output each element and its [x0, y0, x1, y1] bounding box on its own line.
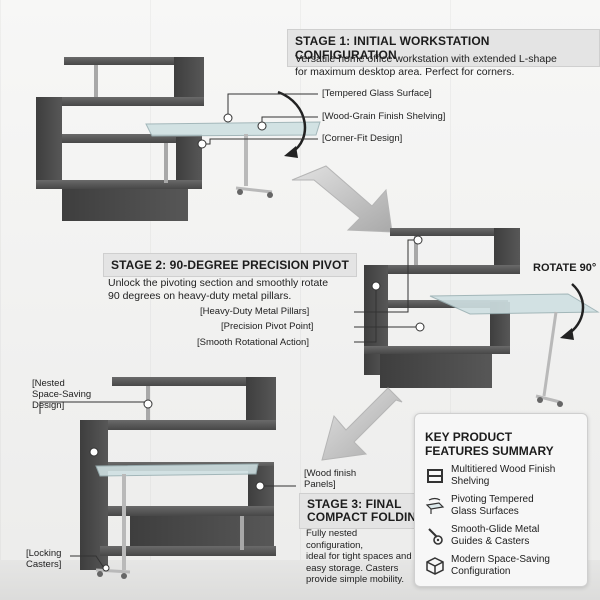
- feature-item-configuration: Modern Space-Saving Configuration: [425, 554, 581, 577]
- callout-tempered-glass: [Tempered Glass Surface]: [322, 88, 432, 99]
- stage3-description: Fully nested configuration, ideal for ti…: [306, 528, 412, 585]
- transition-arrow-1: [291, 165, 393, 233]
- feature-text: Multitiered Wood Finish Shelving: [451, 464, 556, 487]
- stage2-title: STAGE 2: 90-DEGREE PRECISION PIVOT: [103, 253, 357, 277]
- feature-text: Modern Space-Saving Configuration: [451, 554, 550, 577]
- feature-item-shelving: Multitiered Wood Finish Shelving: [425, 464, 581, 487]
- stage3-title: STAGE 3: FINAL COMPACT FOLDING: [299, 493, 434, 529]
- callout-pivot-point: [Precision Pivot Point]: [221, 321, 314, 332]
- glass-pane-icon: [425, 497, 445, 514]
- stage1-shelving-unit: [36, 57, 321, 221]
- transition-arrow-2: [321, 387, 403, 461]
- feature-text: Pivoting Tempered Glass Surfaces: [451, 494, 534, 517]
- rotate-90-label: ROTATE 90°: [533, 262, 597, 274]
- stage2-description: Unlock the pivoting section and smoothly…: [108, 277, 329, 302]
- feature-item-glass: Pivoting Tempered Glass Surfaces: [425, 494, 581, 517]
- shelves-icon: [427, 468, 443, 483]
- callout-wood-grain-shelving: [Wood-Grain Finish Shelving]: [322, 111, 446, 122]
- callout-wood-panels: [Wood finish Panels]: [304, 468, 357, 490]
- summary-title: KEY PRODUCT FEATURES SUMMARY: [425, 430, 554, 458]
- feature-item-casters: Smooth-Glide Metal Guides & Casters: [425, 524, 581, 547]
- callout-metal-pillars: [Heavy-Duty Metal Pillars]: [200, 306, 310, 317]
- package-box-icon: [426, 556, 444, 575]
- caster-wheel-icon: [428, 527, 443, 545]
- callout-corner-fit: [Corner-Fit Design]: [322, 133, 403, 144]
- callout-nested-design: [Nested Space-Saving Design]: [32, 378, 92, 411]
- features-summary-panel: KEY PRODUCT FEATURES SUMMARY Multitiered…: [414, 413, 588, 587]
- stage1-description: Versatile home office workstation with e…: [295, 53, 557, 78]
- callout-rotational-action: [Smooth Rotational Action]: [197, 337, 309, 348]
- stage2-shelving-unit: [354, 228, 600, 407]
- stage3-shelving-unit: [39, 377, 296, 579]
- stage1-title: STAGE 1: INITIAL WORKSTATION CONFIGURATI…: [287, 29, 600, 67]
- callout-locking-casters: [Locking Casters]: [26, 548, 62, 570]
- feature-text: Smooth-Glide Metal Guides & Casters: [451, 524, 540, 547]
